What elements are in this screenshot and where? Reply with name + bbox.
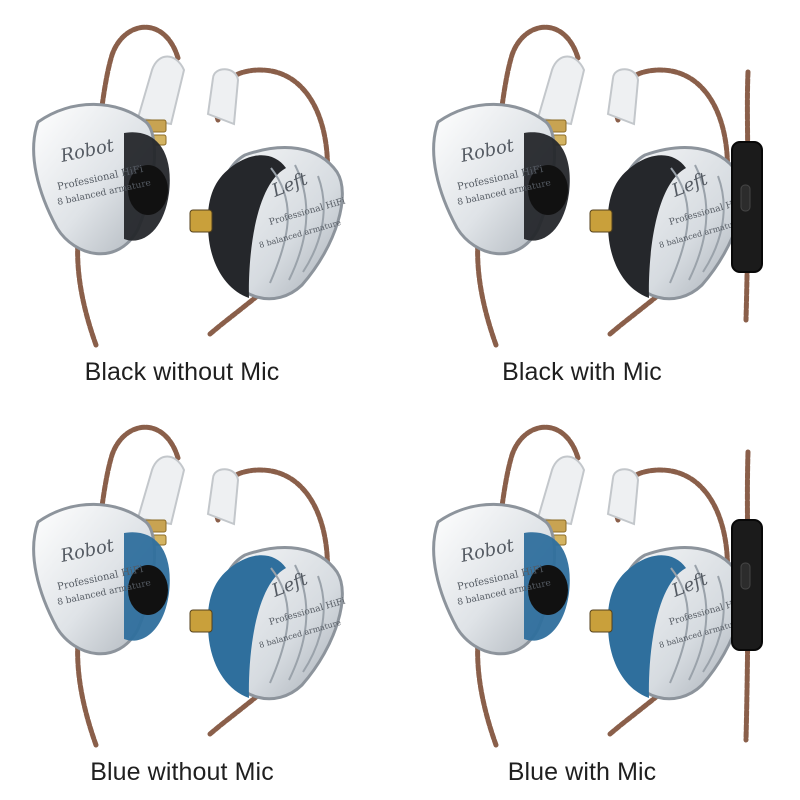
- nozzle-right: [589, 609, 613, 633]
- ear-tip-left: [128, 565, 168, 615]
- variant-card-black-with-mic: Robot Professional HiFi 8 balanced armat…: [400, 0, 800, 400]
- ear-hook-right: [606, 468, 640, 526]
- ear-hook-right: [206, 468, 240, 526]
- earphones-photo: Robot Professional HiFi 8 balanced armat…: [0, 400, 400, 750]
- ear-hook-left: [136, 455, 186, 526]
- ear-hook-right: [606, 68, 640, 126]
- remote-button: [740, 184, 751, 212]
- variant-card-blue-with-mic: Robot Professional HiFi 8 balanced armat…: [400, 400, 800, 800]
- variant-card-blue-without-mic: Robot Professional HiFi 8 balanced armat…: [0, 400, 400, 800]
- earphones-illustration: Robot Professional HiFi 8 balanced armat…: [432, 424, 763, 748]
- ear-hook-left: [536, 55, 586, 126]
- variant-label: Blue without Mic: [90, 758, 274, 786]
- nozzle-right: [589, 209, 613, 233]
- earphones-photo: Robot Professional HiFi 8 balanced armat…: [400, 0, 800, 350]
- nozzle-right: [189, 209, 213, 233]
- variant-label: Blue with Mic: [507, 758, 657, 786]
- earphones-illustration: Robot Professional HiFi 8 balanced armat…: [432, 24, 763, 348]
- variant-label: Black without Mic: [84, 358, 280, 386]
- earphones-photo: Robot Professional HiFi 8 balanced armat…: [0, 0, 400, 350]
- ear-tip-left: [128, 165, 168, 215]
- ear-hook-left: [536, 455, 586, 526]
- earphones-photo: Robot Professional HiFi 8 balanced armat…: [400, 400, 800, 750]
- variant-card-black-without-mic: Robot Professional HiFi 8 balanced armat…: [0, 0, 400, 400]
- earphones-illustration: Robot Professional HiFi 8 balanced armat…: [32, 24, 347, 348]
- earphones-illustration: Robot Professional HiFi 8 balanced armat…: [32, 424, 347, 748]
- ear-tip-left: [528, 565, 568, 615]
- remote-button: [740, 562, 751, 590]
- ear-hook-left: [136, 55, 186, 126]
- variant-label: Black with Mic: [502, 358, 662, 386]
- nozzle-right: [189, 609, 213, 633]
- ear-hook-right: [206, 68, 240, 126]
- ear-tip-left: [528, 165, 568, 215]
